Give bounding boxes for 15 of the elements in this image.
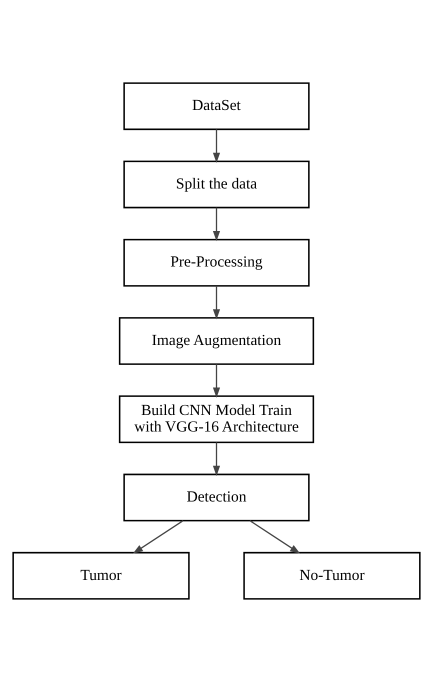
- arrow: [212, 285, 220, 320]
- node-box: Pre-Processing: [123, 238, 310, 286]
- arrow: [132, 520, 184, 554]
- arrow: [212, 442, 220, 476]
- node-box: Build CNN Model Train with VGG-16 Architecture: [118, 394, 314, 443]
- arrow: [212, 207, 220, 241]
- arrow: [212, 128, 220, 163]
- arrow: [212, 364, 220, 398]
- node-box: DataSet: [123, 82, 310, 130]
- arrow: [250, 520, 300, 554]
- node-box: Detection: [123, 473, 310, 521]
- node-box: Split the data: [123, 160, 310, 208]
- node-box: No-Tumor: [243, 551, 421, 600]
- node-box: Tumor: [12, 551, 190, 600]
- node-box: Image Augmentation: [118, 316, 314, 364]
